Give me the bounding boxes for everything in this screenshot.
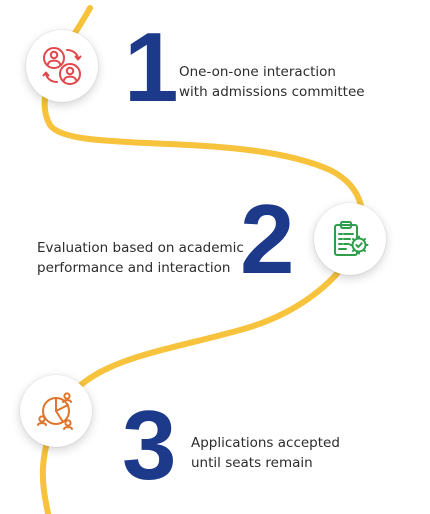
step-1-number: 1 [124, 12, 178, 122]
step-3-number: 3 [122, 390, 176, 500]
step-3-line-2: until seats remain [191, 455, 313, 471]
step-1-line-2: with admissions committee [179, 84, 365, 100]
step-2-number: 2 [240, 184, 294, 294]
step-1-icon-circle [26, 30, 98, 102]
step-1-line-1: One-on-one interaction [179, 64, 336, 80]
step-3-line-1: Applications accepted [191, 435, 340, 451]
step-2-icon-circle [314, 203, 386, 275]
step-2-description: Evaluation based on academic performance… [37, 238, 244, 278]
pie-people-icon [37, 392, 73, 430]
clipboard-gear-icon [334, 221, 369, 256]
step-2-line-1: Evaluation based on academic [37, 240, 244, 256]
step-2-line-2: performance and interaction [37, 260, 231, 276]
step-3-description: Applications accepted until seats remain [191, 433, 340, 473]
people-exchange-icon [42, 47, 82, 85]
step-3-icon-circle [20, 375, 92, 447]
step-1-description: One-on-one interaction with admissions c… [179, 62, 365, 102]
